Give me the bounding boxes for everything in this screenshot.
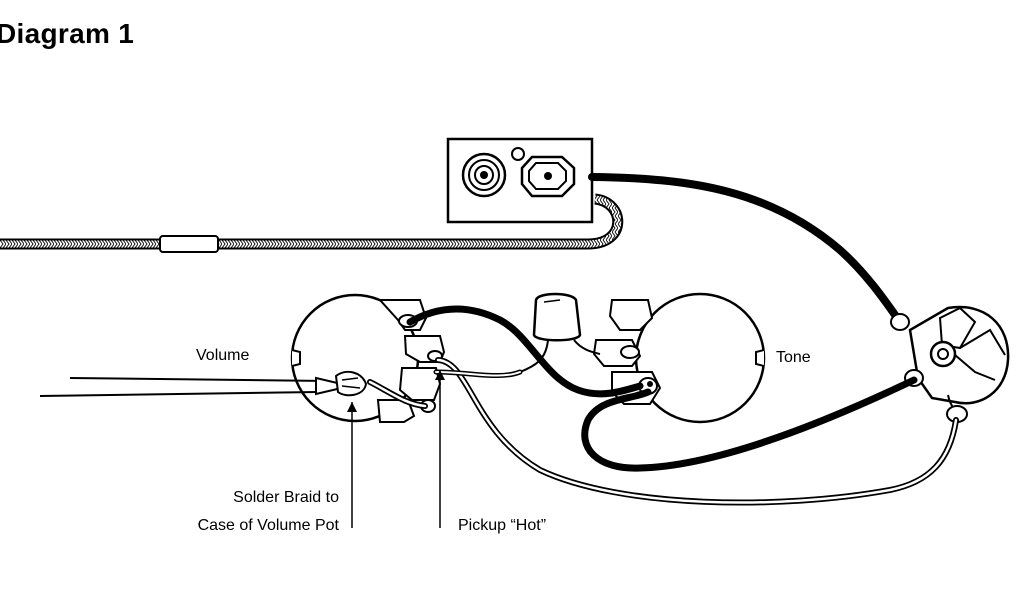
cable-sleeve (159, 235, 219, 253)
jack-lug-top (890, 313, 910, 331)
wire-volume-to-cap (433, 369, 523, 379)
diagram-title: Diagram 1 (0, 18, 135, 49)
rca-jack (461, 152, 507, 198)
tone-capacitor (519, 292, 601, 373)
wire-volume-to-tone-top (406, 305, 644, 398)
shielded-output-cable (0, 193, 624, 253)
wire-tone-to-jack (581, 376, 918, 472)
output-jack-plate (446, 137, 594, 224)
label-volume: Volume (196, 347, 249, 364)
volume-lugs (376, 299, 446, 423)
leader-pickup-hot (435, 370, 445, 528)
pickup-cable (39, 370, 368, 397)
label-solder-braid-2: Case of Volume Pot (198, 517, 340, 534)
led-indicator (511, 147, 525, 161)
leader-solder-braid (347, 402, 357, 528)
quarter-inch-jack (520, 155, 576, 198)
output-jack-socket (890, 305, 1010, 423)
wire-braid-to-volume-lug (367, 379, 428, 409)
wire-jack-to-output-jack (588, 173, 904, 326)
label-tone: Tone (776, 349, 811, 366)
wire-pickup-hot-to-jack (435, 357, 959, 506)
label-pickup-hot: Pickup “Hot” (458, 517, 546, 534)
label-solder-braid-1: Solder Braid to (233, 489, 339, 506)
